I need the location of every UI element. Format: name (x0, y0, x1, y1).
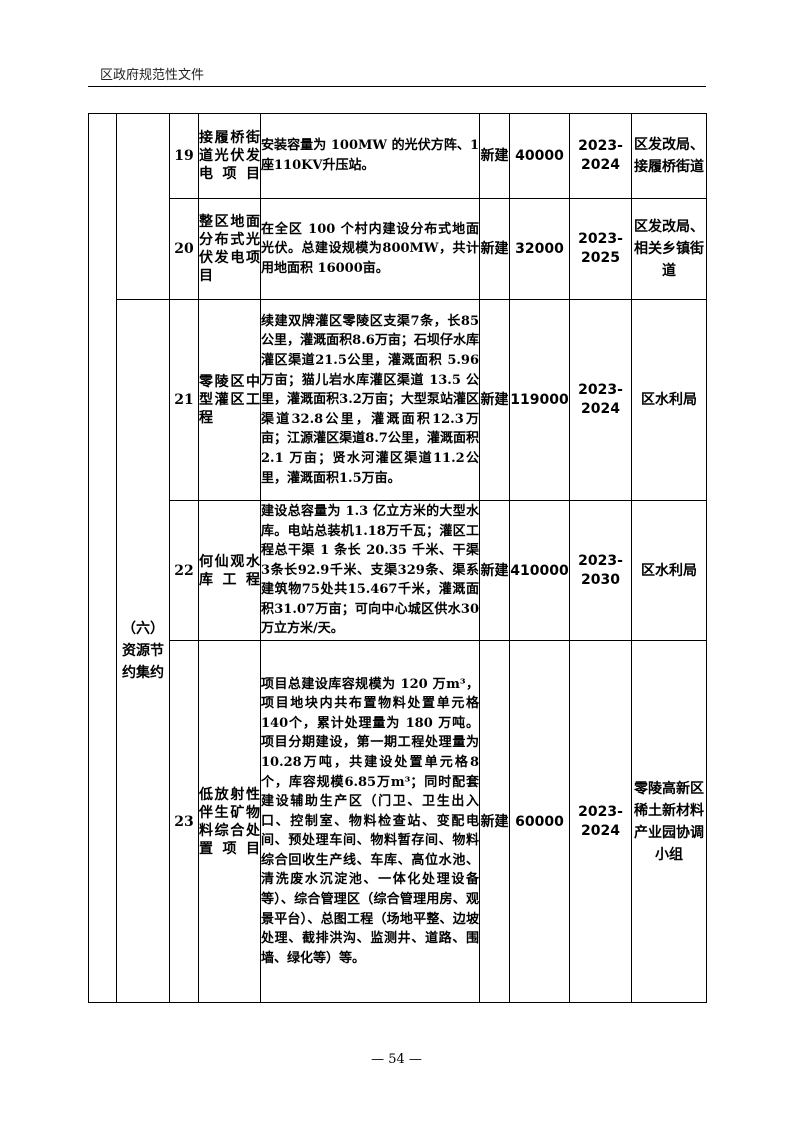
construction-type: 新建 (479, 299, 510, 501)
document-header-title: 区政府规范性文件 (100, 68, 205, 83)
project-table: 19 接履桥街道光伏发电项目 安装容量为 100MW 的光伏方阵、1座110KV… (88, 113, 707, 1003)
responsible-department: 区水利局 (631, 500, 707, 641)
construction-type: 新建 (479, 198, 510, 300)
project-name: 零陵区中型灌区工程 (198, 299, 261, 501)
table-row: 23 低放射性伴生矿物料综合处置项目 项目总建设库容规模为 120 万m³，项目… (89, 640, 707, 1003)
project-content: 项目总建设库容规模为 120 万m³，项目地块内共布置物料处置单元格140个，累… (260, 640, 480, 1003)
row-number: 22 (169, 500, 199, 641)
construction-type: 新建 (479, 640, 510, 1003)
table-row: 19 接履桥街道光伏发电项目 安装容量为 100MW 的光伏方阵、1座110KV… (88, 113, 707, 1003)
responsible-department: 区发改局、相关乡镇街道 (631, 198, 707, 300)
project-content: 安装容量为 100MW 的光伏方阵、1座110KV升压站。 (260, 113, 480, 199)
project-name: 整区地面分布式光伏发电项目 (198, 198, 261, 300)
project-content: 续建双牌灌区零陵区支渠7条，长85公里，灌溉面积8.6万亩；石坝仔水库灌区渠道2… (260, 299, 480, 501)
outer-blank-column (88, 113, 117, 1003)
row-number: 23 (169, 640, 199, 1003)
construction-period: 2023-2024 (569, 113, 632, 199)
construction-type: 新建 (479, 500, 510, 641)
investment-amount: 32000 (509, 198, 570, 300)
responsible-department: 区水利局 (631, 299, 707, 501)
construction-type: 新建 (479, 113, 510, 199)
project-name: 接履桥街道光伏发电项目 (198, 113, 261, 199)
project-name: 何仙观水库工程 (198, 500, 261, 641)
investment-amount: 119000 (509, 299, 570, 501)
investment-amount: 410000 (509, 500, 570, 641)
page-number: — 54 — (371, 1052, 422, 1067)
previous-category-cell (116, 113, 170, 300)
investment-amount: 60000 (509, 640, 570, 1003)
project-content: 建设总容量为 1.3 亿立方米的大型水库。电站总装机1.18万千瓦；灌区工程总干… (260, 500, 480, 641)
responsible-department: 区发改局、接履桥街道 (631, 113, 707, 199)
row-number: 21 (169, 299, 199, 501)
header-divider (88, 86, 706, 87)
investment-amount: 40000 (509, 113, 570, 199)
responsible-department: 零陵高新区稀土新材料产业园协调小组 (631, 640, 707, 1003)
construction-period: 2023-2024 (569, 640, 632, 1003)
project-content: 在全区 100 个村内建设分布式地面光伏。总建设规模为800MW，共计用地面积 … (260, 198, 480, 300)
table-row: 20 整区地面分布式光伏发电项目 在全区 100 个村内建设分布式地面光伏。总建… (89, 198, 707, 300)
construction-period: 2023-2024 (569, 299, 632, 501)
row-number: 20 (169, 198, 199, 300)
category-label: （六）资源节约集约 (116, 299, 170, 1003)
table-row: 22 何仙观水库工程 建设总容量为 1.3 亿立方米的大型水库。电站总装机1.1… (89, 500, 707, 641)
construction-period: 2023-2025 (569, 198, 632, 300)
row-number: 19 (169, 113, 199, 199)
construction-period: 2023-2030 (569, 500, 632, 641)
project-name: 低放射性伴生矿物料综合处置项目 (198, 640, 261, 1003)
table-row: （六）资源节约集约 21 零陵区中型灌区工程 续建双牌灌区零陵区支渠7条，长85… (89, 299, 707, 1003)
